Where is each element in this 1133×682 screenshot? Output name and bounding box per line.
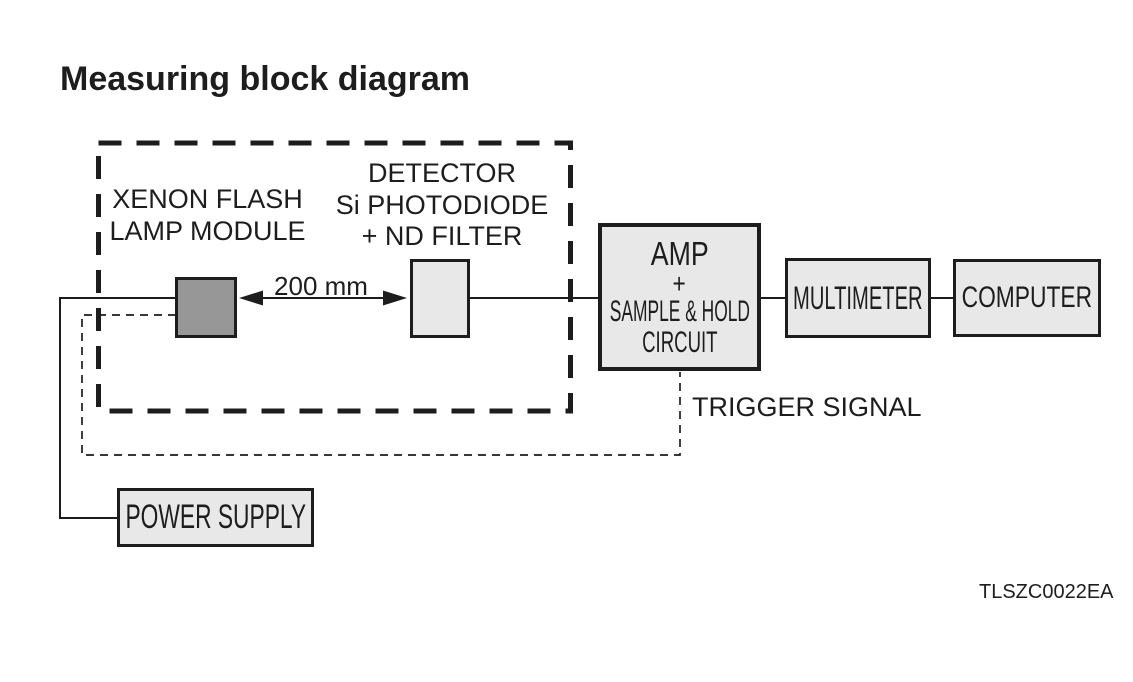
amp-block-line4: CIRCUIT (619, 327, 741, 358)
computer-block: COMPUTER (953, 259, 1101, 337)
xenon-flash-lamp-label: XENON FLASH LAMP MODULE (100, 184, 315, 247)
dashed-enclosure-outline (96, 140, 573, 414)
multimeter-label: MULTIMETER (793, 279, 923, 316)
computer-label: COMPUTER (961, 281, 1093, 314)
amp-block-line4-text: CIRCUIT (641, 326, 718, 359)
amp-block-line3-text: SAMPLE & HOLD (609, 295, 750, 328)
distance-arrow (239, 290, 407, 306)
trigger-signal-label: TRIGGER SIGNAL (692, 392, 922, 422)
multimeter-block: MULTIMETER (785, 258, 931, 338)
arrowhead-left-icon (239, 290, 263, 306)
arrowhead-right-icon (383, 290, 407, 306)
power-supply-line (59, 297, 176, 519)
xenon-lamp-block (175, 277, 237, 338)
detector-label-line3: + ND FILTER (361, 221, 523, 251)
detector-label-line1: DETECTOR (367, 158, 516, 188)
distance-label: 200 mm (274, 271, 368, 301)
amp-block-line1: AMP (644, 236, 716, 271)
amp-block-line2: + (671, 268, 687, 299)
xenon-label-line1: XENON FLASH (112, 184, 303, 214)
figure-code: TLSZC0022EA (979, 581, 1114, 603)
detector-label: DETECTOR Si PHOTODIODE + ND FILTER (330, 158, 554, 253)
power-supply-label: POWER SUPPLY (125, 498, 306, 536)
trigger-signal-line (81, 314, 681, 456)
amp-block-line3: SAMPLE & HOLD (559, 296, 801, 327)
amp-block-line1-text: AMP (650, 235, 709, 272)
detector-label-line2: Si PHOTODIODE (335, 189, 549, 220)
detector-block (410, 259, 470, 338)
amp-sample-hold-block: AMP + SAMPLE & HOLD CIRCUIT (598, 223, 761, 371)
power-supply-block: POWER SUPPLY (117, 488, 314, 547)
amp-block-line2-text: + (672, 268, 687, 299)
page-title: Measuring block diagram (60, 60, 470, 98)
xenon-label-line2: LAMP MODULE (109, 215, 306, 246)
